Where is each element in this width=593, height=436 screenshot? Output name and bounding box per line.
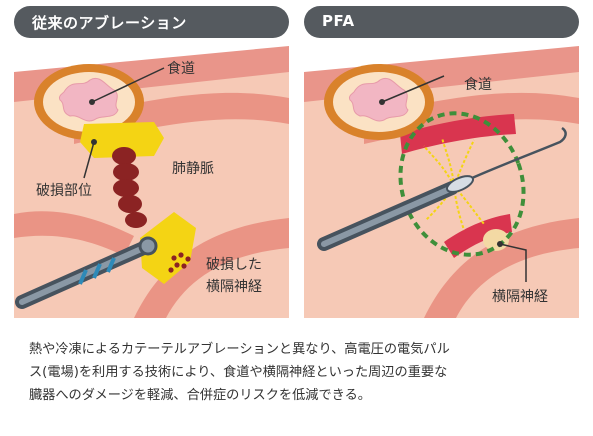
damaged-nerve-label-line1: 破損した [206,257,262,273]
ablation-burn-trail [112,147,147,228]
vein-wall-lower [424,218,579,318]
esophagus-leader-dot [379,99,385,105]
ablation-catheter [15,236,158,309]
conventional-ablation-panel: 従来のアブレーション 食道 破損部位 肺静脈 破損した 横隔神経 [14,6,289,318]
phrenic-nerve-leader-dot [497,241,503,247]
damaged-nerve-label-line2: 横隔神経 [206,279,262,295]
ablation-band-lower [444,214,512,258]
pfa-panel: PFA 食道 横隔神経 [304,6,579,318]
damaged-site-label: 破損部位 [36,183,92,199]
description-text: 熱や冷凍によるカテーテルアブレーションと異なり、高電圧の電気パル ス(電場)を利… [29,338,585,407]
pulmonary-vein-label: 肺静脈 [172,161,214,177]
esophagus-leader-line [91,67,165,103]
description-line-1: 熱や冷凍によるカテーテルアブレーションと異なり、高電圧の電気パル [29,342,450,357]
phrenic-nerve [483,229,509,251]
damage-site-leader-line [83,141,95,179]
pfa-illustration [304,46,579,318]
esophagus-lumen [59,77,119,122]
description-line-3: 臓器へのダメージを軽減、合併症のリスクを低減できる。 [29,388,371,403]
vein-wall-left [14,211,134,256]
vein-wall-lower [134,218,289,318]
phrenic-nerve-label: 横隔神経 [492,289,548,305]
damaged-nerve-dots [168,252,191,273]
damage-zone-esophagus [80,122,164,158]
conventional-ablation-header: 従来のアブレーション [14,6,289,38]
pfa-title: PFA [322,12,355,30]
esophagus-leader-dot [89,99,95,105]
description-line-2: ス(電場)を利用する技術により、食道や横隔神経といった周辺の重要な [29,365,448,380]
esophagus-lumen [349,77,409,122]
pfa-catheter [317,126,567,251]
phrenic-nerve-leader-line [499,243,527,282]
conventional-ablation-illustration [14,46,289,318]
damage-site-leader-dot [91,139,97,145]
left-esophagus-label: 食道 [167,61,195,77]
pfa-header: PFA [304,6,579,38]
right-esophagus-label: 食道 [464,77,492,93]
esophagus-leader-line [381,75,445,103]
conventional-ablation-title: 従来のアブレーション [32,14,187,32]
